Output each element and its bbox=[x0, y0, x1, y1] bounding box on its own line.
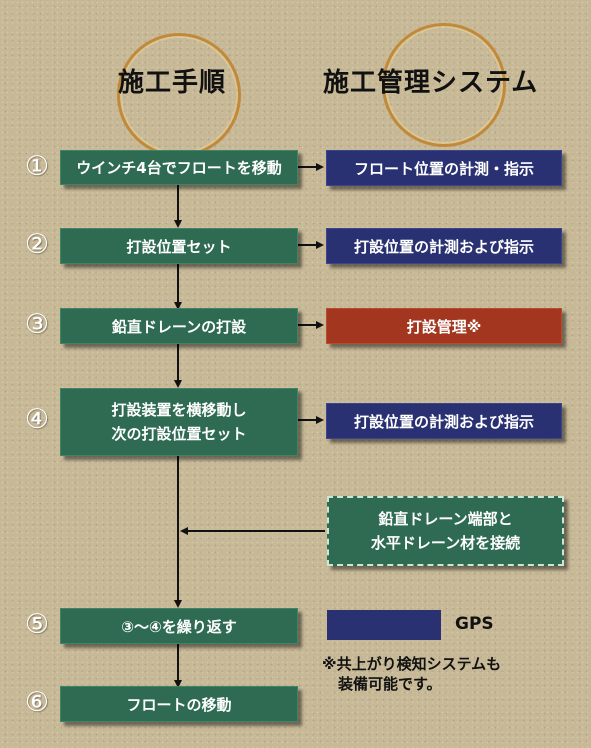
step-number-3: ③ bbox=[24, 309, 50, 340]
gps-legend-label: GPS bbox=[455, 614, 494, 634]
left-header: 施工手順 bbox=[118, 68, 227, 98]
footnote: ※共上がり検知システムも 装備可能です。 bbox=[322, 654, 501, 694]
gps-legend-swatch bbox=[327, 610, 441, 640]
step-3-box: 鉛直ドレーンの打設 bbox=[60, 308, 298, 344]
mgmt-3-box: 打設管理※ bbox=[326, 308, 562, 344]
step-4-box: 打設装置を横移動し 次の打設位置セット bbox=[60, 388, 298, 456]
mgmt-1-box: フロート位置の計測・指示 bbox=[326, 150, 562, 186]
connect-line-1: 鉛直ドレーン端部と bbox=[378, 510, 513, 528]
footnote-line-2: 装備可能です。 bbox=[338, 675, 442, 693]
step-6-box: フロートの移動 bbox=[60, 686, 298, 722]
step-5-box: ③～④を繰り返す bbox=[60, 608, 298, 644]
connect-box: 鉛直ドレーン端部と 水平ドレーン材を接続 bbox=[327, 496, 564, 566]
step-1-box: ウインチ4台でフロートを移動 bbox=[60, 150, 298, 185]
step-2-box: 打設位置セット bbox=[60, 228, 298, 264]
step-number-4: ④ bbox=[24, 404, 50, 435]
connect-line-2: 水平ドレーン材を接続 bbox=[370, 534, 521, 552]
mgmt-4-box: 打設位置の計測および指示 bbox=[326, 403, 562, 439]
step-4-line-2: 次の打設位置セット bbox=[111, 425, 247, 443]
step-number-6: ⑥ bbox=[24, 687, 50, 718]
step-number-2: ② bbox=[24, 229, 50, 260]
step-number-1: ① bbox=[24, 151, 50, 182]
step-4-line-1: 打設装置を横移動し bbox=[111, 401, 247, 419]
right-header-ring bbox=[382, 23, 506, 147]
right-header: 施工管理システム bbox=[323, 68, 539, 98]
mgmt-2-box: 打設位置の計測および指示 bbox=[326, 228, 562, 264]
footnote-line-1: ※共上がり検知システムも bbox=[322, 655, 502, 673]
step-number-5: ⑤ bbox=[24, 609, 50, 640]
